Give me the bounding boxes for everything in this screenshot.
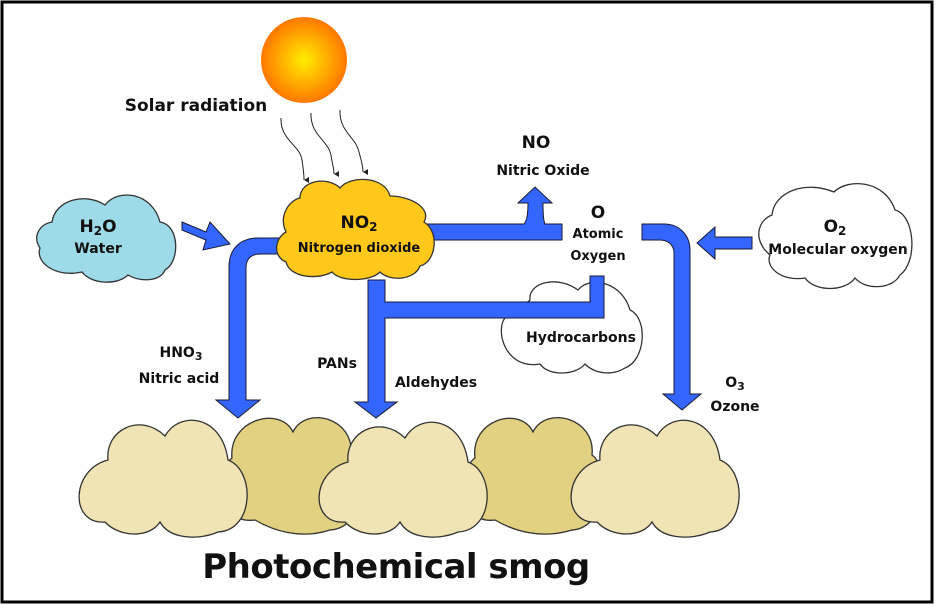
o3-formula: O3: [725, 375, 745, 393]
arrow-atomic-oxygen-to-o3: [641, 223, 703, 411]
smog-cloud-light: [318, 421, 488, 538]
smog-clouds: [78, 416, 740, 538]
no2-formula: NO2: [340, 213, 377, 234]
no2-label: Nitrogen dioxide: [298, 241, 421, 256]
smog-cloud-light: [78, 419, 248, 538]
o2-label: Molecular oxygen: [768, 242, 907, 258]
diagram-title: Photochemical smog: [202, 547, 590, 587]
arrow-no2-to-hno3: [214, 237, 283, 419]
hydrocarbons-label: Hydrocarbons: [526, 330, 636, 346]
no-label: Nitric Oxide: [496, 163, 589, 179]
water-cloud: [36, 194, 177, 283]
atomic-oxygen-label-line1: Atomic: [573, 227, 624, 242]
atomic-oxygen-formula: O: [591, 203, 605, 223]
no2-cloud: [275, 178, 435, 281]
o2-formula: O2: [824, 217, 847, 238]
arrow-to-pans-aldehydes: [353, 275, 605, 419]
arrow-no2-to-atomic-oxygen: [423, 186, 563, 241]
ray-icon: [280, 117, 310, 183]
pans-label: PANs: [317, 356, 357, 372]
arrow-o2-to-o3: [696, 225, 753, 261]
arrow-water-to-no2: [181, 221, 231, 251]
ray-icon: [310, 112, 340, 177]
o3-label: Ozone: [710, 399, 759, 415]
flow-arrows: [181, 186, 753, 419]
solar-radiation-label: Solar radiation: [125, 96, 268, 116]
hno3-label: Nitric acid: [139, 371, 220, 387]
sun-icon: [261, 17, 347, 103]
no-formula: NO: [522, 133, 551, 153]
aldehydes-label: Aldehydes: [395, 375, 477, 391]
molecular-oxygen-cloud: [758, 182, 913, 290]
radiation-rays: [280, 109, 369, 183]
hno3-formula: HNO3: [160, 345, 203, 363]
ray-icon: [339, 109, 369, 175]
smog-cloud-light: [570, 419, 740, 538]
water-label: Water: [74, 241, 122, 257]
water-formula: H2O: [79, 217, 116, 238]
atomic-oxygen-label-line2: Oxygen: [570, 249, 625, 264]
